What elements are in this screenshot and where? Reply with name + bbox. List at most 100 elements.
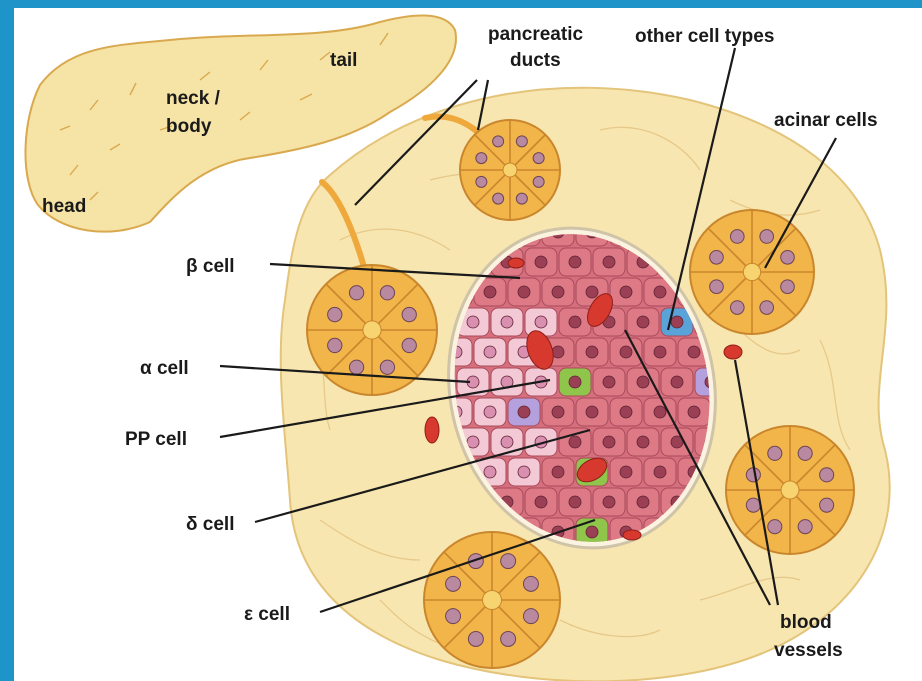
acinar-nucleus [746, 498, 760, 512]
islet-cell [593, 488, 625, 516]
islet-cell-nucleus [620, 466, 632, 478]
acinar-nucleus [710, 250, 724, 264]
islet-cell [474, 398, 506, 426]
islet-cell [559, 368, 591, 396]
pancreas-islet-diagram: head neck / body tail pancreatic ducts o… [14, 8, 922, 681]
islet-cell-nucleus [586, 526, 598, 538]
islet-cell [508, 458, 540, 486]
acinus [424, 532, 560, 668]
islet-cell-nucleus [620, 286, 632, 298]
islet-cell-nucleus [671, 376, 683, 388]
label-epsilon-cell: ε cell [244, 604, 290, 625]
acinar-nucleus [516, 193, 527, 204]
acinar-nucleus [446, 576, 461, 591]
acinar-nucleus [501, 554, 516, 569]
islet-cell-nucleus [654, 406, 666, 418]
acinar-nucleus [468, 631, 483, 646]
acinar-nucleus [380, 360, 394, 374]
islet-cell-nucleus [535, 316, 547, 328]
islet-cell [627, 428, 659, 456]
islet-cell-nucleus [518, 286, 530, 298]
acinar-nucleus [798, 520, 812, 534]
islet-cell-nucleus [637, 436, 649, 448]
islet-cell [559, 488, 591, 516]
islet-cell-nucleus [637, 316, 649, 328]
acinar-nucleus [328, 307, 342, 321]
islet-cell-nucleus [501, 316, 513, 328]
islet-cell-nucleus [484, 346, 496, 358]
islet-cell-nucleus [688, 346, 700, 358]
label-delta-cell: δ cell [186, 514, 235, 535]
acinar-nucleus [710, 280, 724, 294]
islet-cell-nucleus [586, 406, 598, 418]
islet-cell [542, 278, 574, 306]
islet-cell [644, 398, 676, 426]
acinar-nucleus [820, 498, 834, 512]
islet-cell-nucleus [637, 376, 649, 388]
label-head: head [42, 196, 86, 217]
acinus [460, 120, 560, 220]
islet-cell [508, 278, 540, 306]
acinar-nucleus [501, 631, 516, 646]
label-blood-vessels-line2: vessels [774, 640, 843, 661]
label-beta-cell: β cell [186, 256, 235, 277]
islet-cell [610, 458, 642, 486]
acinar-nucleus [760, 230, 774, 244]
acinar-nucleus [533, 153, 544, 164]
islet-cell-nucleus [552, 346, 564, 358]
label-neck-body-line2: body [166, 116, 212, 137]
islet-cell-nucleus [535, 256, 547, 268]
islet-cell [508, 398, 540, 426]
acinar-nucleus [380, 286, 394, 300]
label-pancreatic-ducts-line1: pancreatic [488, 24, 583, 45]
islet-cell-nucleus [569, 436, 581, 448]
islet-cell-nucleus [569, 496, 581, 508]
islet-cell-nucleus [569, 256, 581, 268]
islet-cell-nucleus [569, 316, 581, 328]
acinus [690, 210, 814, 334]
islet-cell-nucleus [671, 316, 683, 328]
islet-cell-nucleus [603, 376, 615, 388]
islet-cell [542, 398, 574, 426]
islet-cell [610, 398, 642, 426]
acinar-nucleus [781, 250, 795, 264]
acinar-nucleus [820, 468, 834, 482]
islet-cell-nucleus [467, 316, 479, 328]
acinar-nucleus [328, 338, 342, 352]
acinar-nucleus [760, 301, 774, 315]
islet-cell-nucleus [552, 406, 564, 418]
islet-cell [559, 428, 591, 456]
islet-cell-nucleus [654, 286, 666, 298]
islet-cell [525, 248, 557, 276]
islet-cell-nucleus [484, 466, 496, 478]
islet-cell [491, 368, 523, 396]
islet-cell-nucleus [552, 286, 564, 298]
islet-cell [678, 398, 710, 426]
diagram-frame: head neck / body tail pancreatic ducts o… [14, 8, 922, 681]
acinar-nucleus [781, 280, 795, 294]
islet-cell-nucleus [484, 406, 496, 418]
islet-cell [525, 488, 557, 516]
acinar-nucleus [349, 360, 363, 374]
islet-cell-nucleus [552, 466, 564, 478]
islet-cell [610, 278, 642, 306]
label-neck-body-line1: neck / [166, 88, 221, 109]
acinar-nucleus [516, 136, 527, 147]
islet-cell [593, 368, 625, 396]
acinar-nucleus [402, 338, 416, 352]
acinar-nucleus [523, 576, 538, 591]
islet-cell-nucleus [535, 496, 547, 508]
acinus [726, 426, 854, 554]
islet-cell-nucleus [501, 436, 513, 448]
islet-cell [593, 248, 625, 276]
label-other-cell-types: other cell types [635, 26, 774, 47]
islet-cell [474, 338, 506, 366]
acinar-nucleus [493, 193, 504, 204]
islet-cell-nucleus [484, 286, 496, 298]
acinar-nucleus [798, 446, 812, 460]
acinar-nucleus [533, 176, 544, 187]
islet-cell [542, 458, 574, 486]
acinar-nucleus [730, 230, 744, 244]
islet-cell-nucleus [586, 346, 598, 358]
islet-cell-nucleus [637, 496, 649, 508]
